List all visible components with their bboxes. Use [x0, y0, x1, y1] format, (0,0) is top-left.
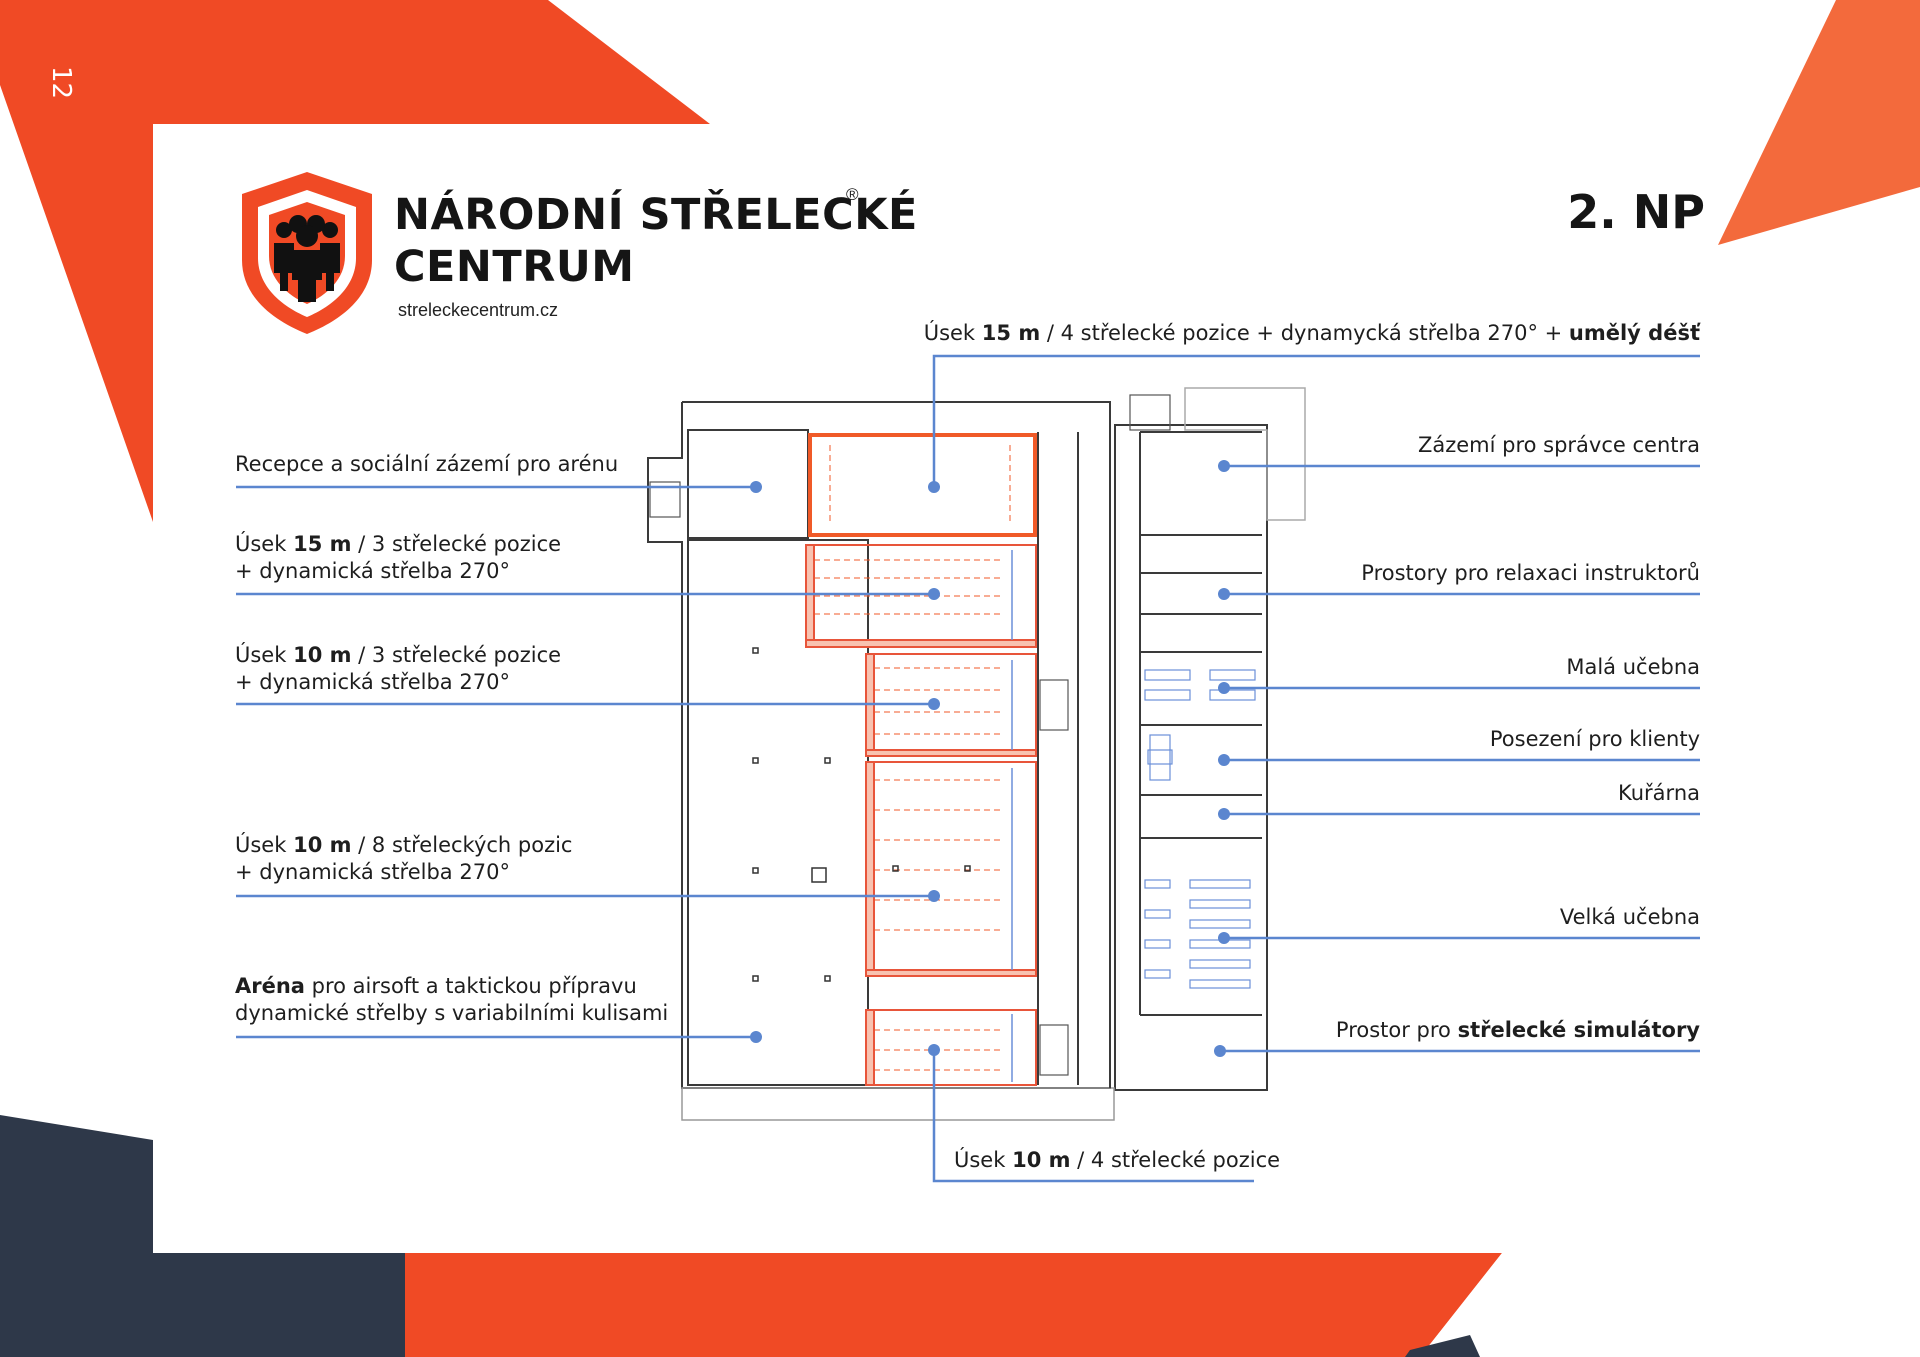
leader-bottom	[932, 1050, 1254, 1183]
label-posezeni: Posezení pro klienty	[1489, 727, 1700, 751]
label-relax: Prostory pro relaxaci instruktorů	[1361, 561, 1700, 585]
roof-overhang	[1184, 387, 1306, 521]
label-mala: Malá učebna	[1566, 655, 1700, 679]
label-usek10-3: Úsek 10 m / 3 střelecké pozice + dynamic…	[235, 643, 562, 694]
logo-shield-icon	[242, 172, 372, 334]
right-wing-outline	[1114, 424, 1268, 1091]
label-usek10-8: Úsek 10 m / 8 střeleckých pozic + dynami…	[235, 833, 573, 884]
website-url: streleckecentrum.cz	[398, 300, 559, 320]
range-15m-rain	[808, 433, 1037, 537]
stairs-bottom	[1039, 1024, 1069, 1076]
bottom-orange-shape	[405, 1253, 1502, 1357]
bottom-right-navy-sliver	[1405, 1335, 1480, 1357]
stairs-left	[649, 481, 681, 518]
reception-block	[687, 429, 809, 539]
label-spravce: Zázemí pro správce centra	[1417, 433, 1700, 457]
registered-mark: ®	[846, 185, 859, 204]
range-15m-3-positions	[805, 544, 1037, 648]
building-outline	[647, 401, 1111, 1089]
label-velka: Velká učebna	[1559, 905, 1700, 929]
brand-name-line1: NÁRODNÍ STŘELECKÉ	[394, 190, 918, 240]
label-arena: Aréna pro airsoft a taktickou přípravu d…	[235, 974, 669, 1025]
brand-name-line2: CENTRUM	[394, 242, 635, 292]
label-usek15-3: Úsek 15 m / 3 střelecké pozice + dynamic…	[235, 532, 562, 583]
bottom-navy-corner	[1420, 1253, 1502, 1357]
label-top-range: Úsek 15 m / 4 střelecké pozice + dynamyc…	[923, 321, 1700, 345]
label-kurarna: Kuřárna	[1618, 781, 1700, 805]
stairs-mid	[1039, 679, 1069, 731]
bottom-terrace	[681, 1087, 1115, 1121]
leader-top	[932, 354, 1700, 487]
arena-room	[687, 539, 869, 1086]
top-left-orange-shape	[0, 0, 710, 522]
bottom-navy-shape	[0, 1115, 405, 1357]
top-right-orange-triangle	[1718, 0, 1920, 245]
label-bottom-range: Úsek 10 m / 4 střelecké pozice	[954, 1148, 1281, 1172]
label-simulatory: Prostor pro střelecké simulátory	[1335, 1018, 1700, 1042]
floor-title: 2. NP	[1567, 185, 1705, 239]
stairs-top	[1129, 394, 1171, 431]
label-recepce: Recepce a sociální zázemí pro arénu	[235, 452, 619, 476]
